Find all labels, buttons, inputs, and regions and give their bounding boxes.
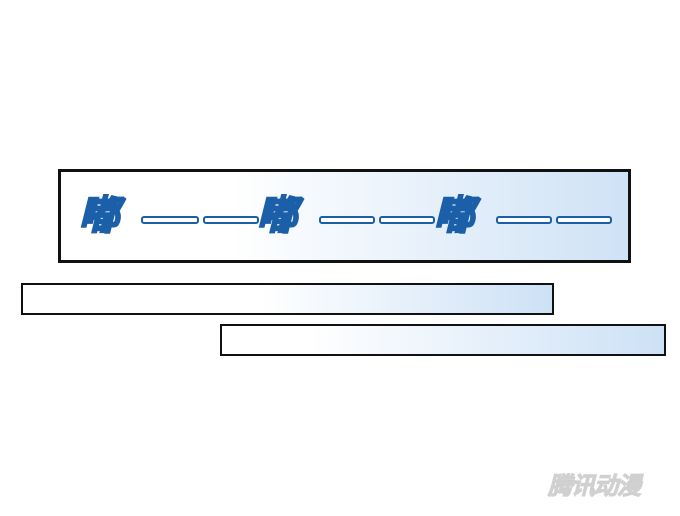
- sfx-dash: [379, 216, 435, 224]
- sfx-text: 嘟: [256, 193, 298, 239]
- empty-panel-bar: [21, 283, 554, 315]
- sfx-text: 嘟: [78, 193, 120, 239]
- watermark-logo: 腾讯动漫: [548, 472, 642, 501]
- sfx-dash: [496, 216, 552, 224]
- sfx-dash: [141, 216, 199, 224]
- sfx-dash: [556, 216, 612, 224]
- sfx-dash: [319, 216, 375, 224]
- sfx-dash: [203, 216, 259, 224]
- sfx-panel: 嘟 嘟 嘟: [58, 169, 631, 263]
- empty-panel-bar: [220, 324, 666, 356]
- sfx-text: 嘟: [433, 193, 475, 239]
